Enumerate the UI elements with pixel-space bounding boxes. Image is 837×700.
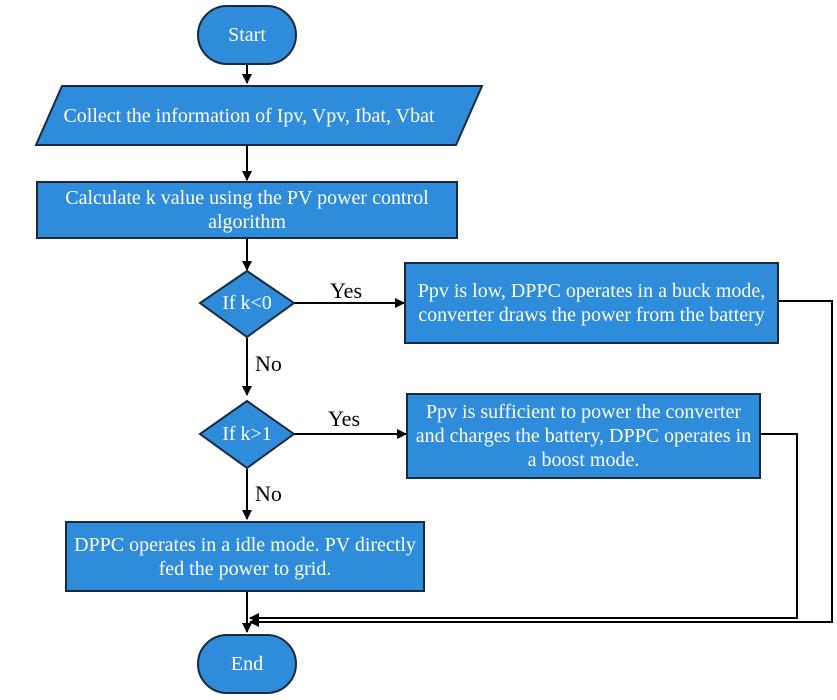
idle-label: DPPC operates in a idle mode. PV directl…: [74, 533, 416, 580]
calculate-label: Calculate k value using the PV power con…: [65, 187, 429, 233]
boost-label: Ppv is sufficient to power the converter…: [415, 401, 752, 471]
decision2-yes-label: Yes: [328, 406, 361, 431]
end-terminator: [197, 634, 297, 694]
end-label: End: [230, 653, 264, 675]
idle-process: [65, 521, 425, 592]
decision2-no-label: No: [255, 481, 282, 506]
collect-label: Collect the information of Ipv, Vpv, Iba…: [63, 104, 435, 127]
calculate-process: [36, 181, 458, 239]
decision1-yes-label: Yes: [330, 278, 363, 303]
decision1-diamond: [198, 269, 296, 339]
decision1-no-label: No: [255, 351, 282, 376]
collect-parallelogram: [34, 85, 484, 146]
edge-boost-return: [249, 433, 798, 623]
decision2-label: If k>1: [222, 423, 272, 445]
start-label: Start: [228, 24, 266, 46]
boost-process: [406, 393, 761, 479]
start-terminator: [197, 5, 297, 65]
decision1-label: If k<0: [222, 292, 272, 314]
edge-buck-return: [249, 300, 833, 627]
decision2-diamond: [198, 399, 296, 470]
buck-label: Ppv is low, DPPC operates in a buck mode…: [417, 280, 766, 326]
buck-process: [404, 262, 779, 344]
